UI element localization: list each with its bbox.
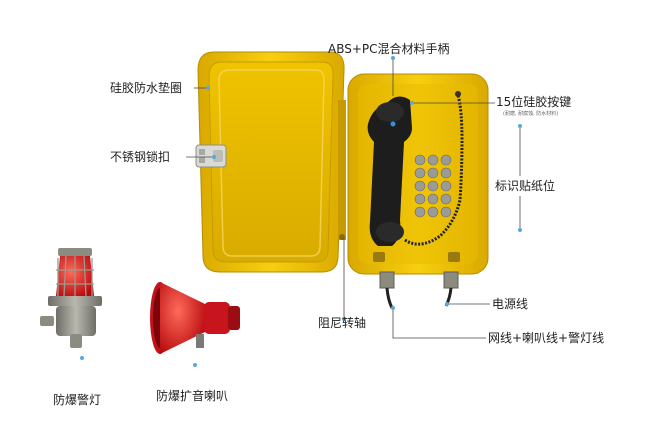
- label-beacon: 防爆警灯: [53, 393, 102, 407]
- label-keypad-note: (耐磨, 耐腐蚀, 防水材料): [503, 111, 559, 117]
- label-speaker: 防爆扩音喇叭: [156, 389, 229, 403]
- label-lock: 不锈钢锁扣: [110, 150, 171, 164]
- handset: [367, 96, 412, 246]
- horn-speaker: [150, 282, 240, 354]
- door-panel: [197, 51, 345, 273]
- label-handset: ABS+PC混合材料手柄: [328, 42, 450, 56]
- label-gasket: 硅胶防水垫圈: [110, 81, 183, 95]
- phone-body: [347, 73, 489, 289]
- hinge-bar: [338, 100, 346, 240]
- label-power-cable: 电源线: [492, 297, 529, 311]
- hinge-dot: [339, 234, 345, 240]
- callout-dots: [80, 56, 522, 367]
- label-keypad: 15位硅胶按键: [496, 95, 572, 109]
- leader-lines: [186, 58, 521, 339]
- keypad: [414, 154, 452, 218]
- label-sticker: 标识贴纸位: [495, 179, 556, 193]
- label-hinge: 阻尼转轴: [318, 316, 367, 330]
- lock-clasp: [195, 144, 227, 168]
- label-cables: 网线+喇叭线+警灯线: [488, 331, 605, 345]
- beacon-lamp: [40, 248, 102, 348]
